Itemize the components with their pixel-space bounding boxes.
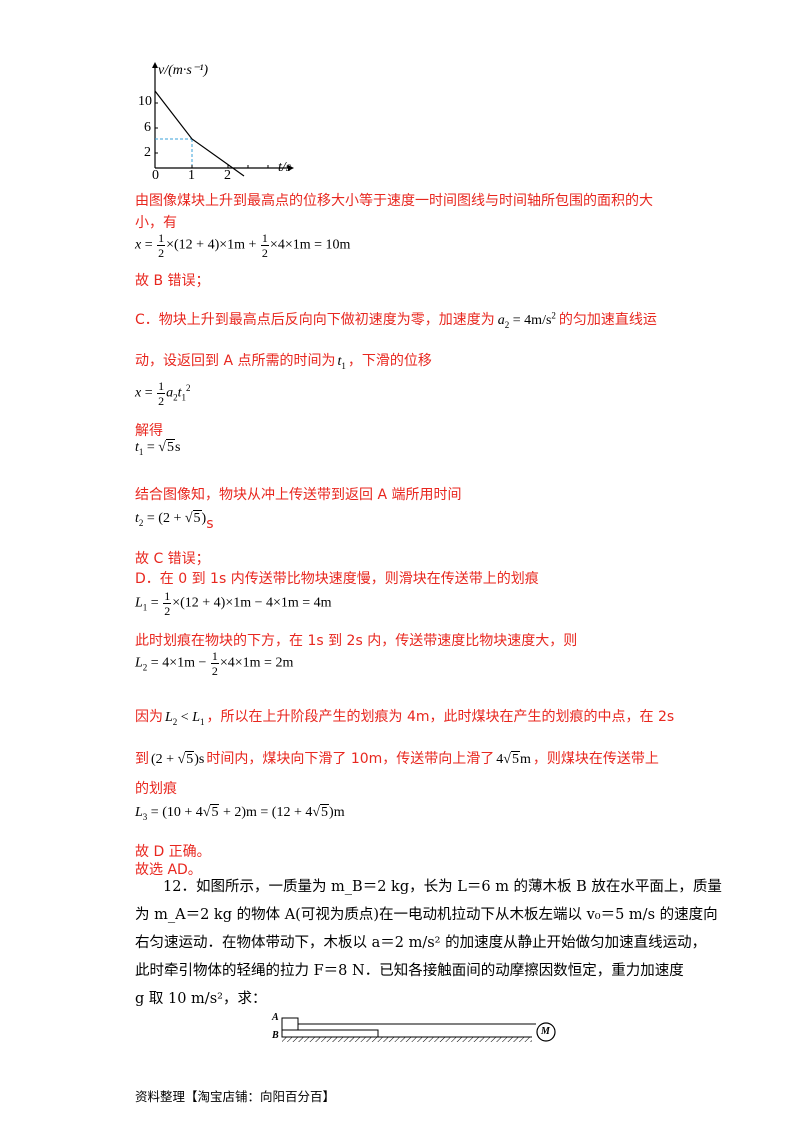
figure-motor-label: M bbox=[541, 1026, 550, 1037]
velocity-time-graph bbox=[152, 62, 294, 177]
footer-text: 资料整理【淘宝店铺：向阳百分百】 bbox=[135, 1089, 336, 1104]
problem-12-line-2: 为 m_A＝2 kg 的物体 A(可视为质点)在一电动机拉动下从木板左端以 v₀… bbox=[135, 907, 718, 923]
b-wrong: 故 B 错误； bbox=[135, 273, 210, 289]
solution-line-2: 小，有 bbox=[135, 215, 177, 231]
jiede-label: 解得 bbox=[135, 423, 163, 439]
graph-y-tick-2: 2 bbox=[144, 145, 151, 160]
c-wrong: 故 C 错误； bbox=[135, 551, 210, 567]
problem-12-line-4: 此时牵引物体的轻绳的拉力 F＝8 N．已知各接触面间的动摩擦因数恒定，重力加速度 bbox=[135, 963, 684, 979]
graph-y-axis-label: v/(m·s⁻¹) bbox=[158, 63, 209, 78]
equation-l3: L3 = (10 + 4√5 + 2)m = (12 + 4√5)m bbox=[135, 804, 345, 822]
graph-y-tick-6: 6 bbox=[144, 120, 151, 135]
graph-x-tick-1: 1 bbox=[188, 168, 195, 183]
combine-line: 结合图像知，物块从冲上传送带到返回 A 端所用时间 bbox=[135, 487, 462, 503]
problem-12-line-5: g 取 10 m/s²，求： bbox=[135, 991, 267, 1007]
problem-12-line-3: 右匀速运动．在物体带动下，木板以 a＝2 m/s² 的加速度从静止开始做匀加速直… bbox=[135, 935, 707, 951]
graph-x-tick-2: 2 bbox=[224, 168, 231, 183]
graph-x-tick-0: 0 bbox=[152, 168, 159, 183]
graph-y-tick-10: 10 bbox=[138, 94, 152, 109]
d-right: 故 D 正确。 bbox=[135, 844, 211, 860]
equation-t1: t1 = √5s bbox=[135, 439, 181, 457]
t2-unit: s bbox=[206, 516, 214, 532]
d-line-2: 此时划痕在物块的下方，在 1s 到 2s 内，传送带速度比物块速度大，则 bbox=[135, 633, 578, 649]
equation-t2: t2 = (2 + √5)s bbox=[135, 510, 214, 532]
graph-x-axis-label: t/s bbox=[278, 160, 292, 175]
figure-label-a: A bbox=[272, 1012, 279, 1023]
solution-line-1: 由图像煤块上升到最高点的位移大小等于速度一时间图线与时间轴所包围的面积的大 bbox=[135, 193, 653, 209]
d-line-5: 的划痕 bbox=[135, 781, 177, 797]
answer-line: 故选 AD。 bbox=[135, 862, 202, 878]
problem-12-line-1: 12．如图所示，一质量为 m_B＝2 kg，长为 L＝6 m 的薄木板 B 放在… bbox=[163, 879, 722, 895]
figure-label-b: B bbox=[272, 1030, 279, 1041]
d-line-1: D．在 0 到 1s 内传送带比物块速度慢，则滑块在传送带上的划痕 bbox=[135, 571, 539, 587]
board-motor-figure bbox=[281, 1017, 556, 1042]
